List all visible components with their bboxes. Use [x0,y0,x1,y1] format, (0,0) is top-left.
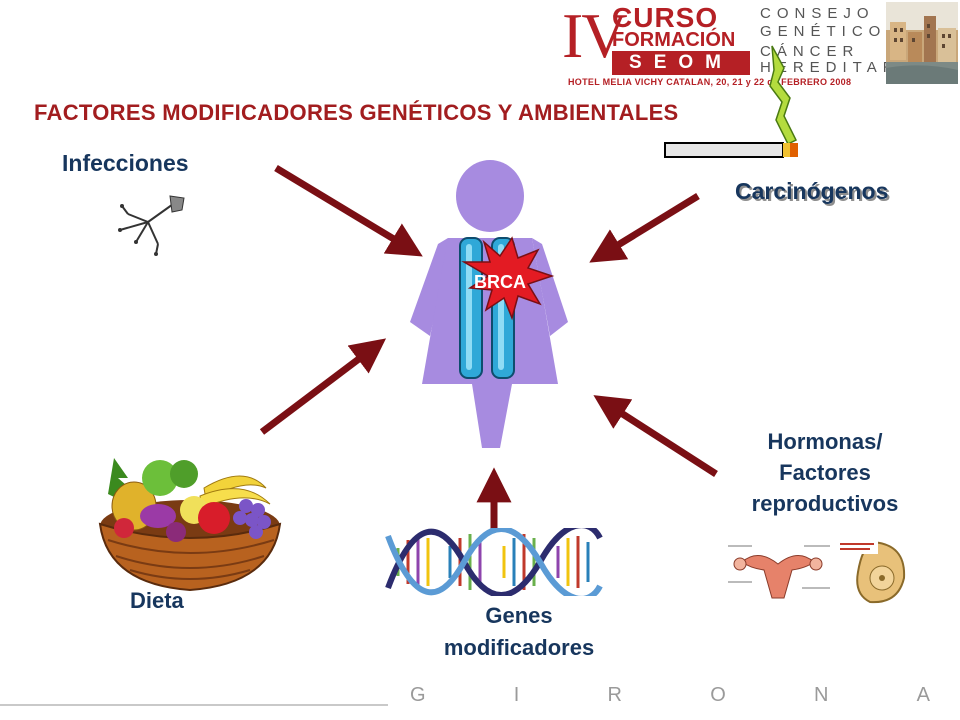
footer-letter: O [710,684,726,706]
page-title: FACTORES MODIFICADORES GENÉTICOS Y AMBIE… [34,100,679,125]
label-hormonas-line: Hormonas/ [767,429,883,454]
label-infecciones: Infecciones [62,150,189,176]
fruit-basket-icon [98,458,282,592]
arrow-hormonas [593,395,718,477]
arrow-dieta [259,338,387,435]
arrow-carcinogenos [589,193,700,263]
anatomy-diagram-icon [722,538,906,608]
cigarette-icon [664,45,798,158]
logo-consejo-line: CONSEJO [760,5,875,22]
logo-consejo-line: CÁNCER [760,43,860,60]
footer-letter: G [410,684,426,706]
label-hormonas: Hormonas/ Factores reproductivos [712,426,938,519]
brca-label: BRCA [474,272,526,292]
label-genes: Genes modificadores [404,600,634,664]
logo-consejo-line: GENÉTICO [760,23,887,40]
logo-formacion: FORMACIÓN [612,29,736,51]
footer-letter: N [813,684,829,706]
logo-seom: SEOM [612,51,750,75]
city-photo [886,2,958,84]
footer-letter: R [607,684,622,706]
dna-helix-icon [385,528,603,596]
label-genes-line: modificadores [443,635,595,660]
label-hormonas-line: reproductivos [751,491,899,516]
label-genes-line: Genes [485,603,553,628]
brca-burst-icon [461,236,555,321]
logo-consejo-line: HEREDITARIO [760,59,928,76]
footer-letter: A [916,684,930,706]
arrow-infecciones [274,165,423,257]
footer-letter: I [513,684,520,706]
label-hormonas-line: Factores [779,460,871,485]
footer-divider [0,704,388,706]
woman-figure-icon [410,160,568,448]
label-dieta: Dieta [130,588,184,613]
logo-curso: CURSO [612,2,719,33]
label-carcinogenos: Carcinógenos [735,178,889,204]
virus-icon [118,195,185,256]
footer-city-name: G I R O N A [410,684,930,707]
logo-venue: HOTEL MELIA VICHY CATALAN, 20, 21 y 22 d… [568,77,852,87]
